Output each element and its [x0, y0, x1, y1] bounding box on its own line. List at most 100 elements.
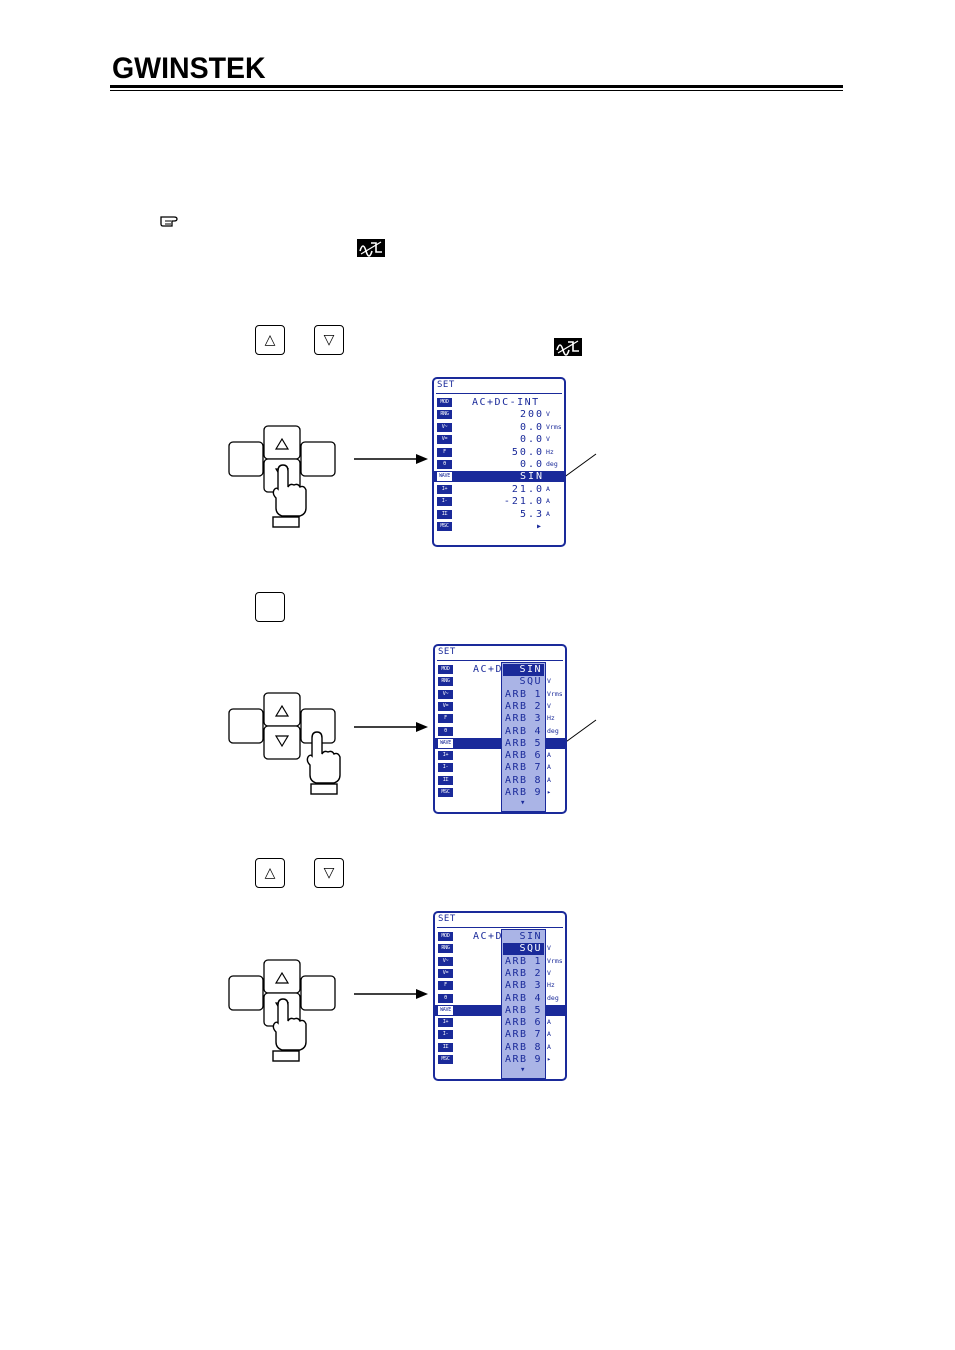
setting-unit: ▸: [547, 788, 551, 796]
setting-row[interactable]: WAVE: [435, 1004, 565, 1016]
setting-row[interactable]: I-A: [435, 762, 565, 773]
setting-row[interactable]: MSC▸: [435, 1054, 565, 1065]
arrow-right-icon: [354, 989, 428, 999]
up-key[interactable]: △: [255, 858, 285, 888]
cursor-pad[interactable]: [228, 425, 368, 565]
down-key[interactable]: ▽: [314, 858, 344, 888]
option-prefix: ARB: [505, 967, 528, 979]
setting-row[interactable]: V=V: [435, 968, 565, 979]
pressing-hand-icon: [272, 998, 307, 1062]
setting-row[interactable]: V~Vrms: [435, 956, 565, 967]
option-label: 7: [534, 1029, 542, 1041]
option-label: 8: [534, 1041, 542, 1053]
setting-row[interactable]: WAVE: [435, 737, 565, 749]
option-prefix: ARB: [505, 1029, 528, 1041]
setting-row[interactable]: MSC▸: [434, 521, 564, 532]
setting-unit: Hz: [546, 447, 554, 456]
scroll-down-icon[interactable]: ▾: [520, 798, 527, 808]
setting-icon: F: [438, 981, 453, 991]
setting-unit: A: [547, 1018, 551, 1027]
setting-row[interactable]: I+A: [435, 1017, 565, 1028]
waveform-option[interactable]: SIN: [503, 931, 544, 943]
cursor-pad[interactable]: [228, 959, 368, 1099]
option-label: SQU: [519, 943, 542, 955]
setting-unit: A: [547, 775, 551, 784]
waveform-icon: [554, 338, 582, 356]
screen-title: SET: [437, 380, 455, 390]
setting-row[interactable]: MSC▸: [435, 787, 565, 798]
setting-icon: I-: [437, 497, 452, 507]
setting-unit: deg: [547, 993, 559, 1002]
setting-icon: WAVE: [437, 472, 452, 482]
setting-icon: IΣ: [437, 509, 452, 519]
setting-unit: A: [547, 1042, 551, 1051]
setting-row[interactable]: V=V: [435, 701, 565, 712]
option-label: 4: [534, 992, 542, 1004]
waveform-option[interactable]: ARB 8: [503, 1042, 544, 1054]
setting-value: 0.0: [519, 459, 544, 470]
up-key[interactable]: △: [255, 325, 285, 355]
waveform-option[interactable]: SIN: [503, 664, 544, 676]
option-prefix: ARB: [505, 725, 528, 737]
waveform-option[interactable]: ARB 7: [503, 1029, 544, 1041]
down-key[interactable]: ▽: [314, 325, 344, 355]
setting-unit: V: [547, 944, 551, 953]
setting-unit: A: [546, 484, 550, 493]
setting-row[interactable]: I-A: [435, 1029, 565, 1040]
waveform-option[interactable]: SQU: [503, 943, 544, 956]
waveform-option[interactable]: SQU: [503, 676, 544, 688]
setting-row[interactable]: I+A: [435, 750, 565, 761]
option-label: 2: [534, 700, 542, 712]
pressing-hand-icon: [272, 464, 307, 528]
cursor-pad[interactable]: [228, 692, 368, 832]
setting-icon: V=: [438, 968, 453, 978]
setting-icon: V=: [438, 701, 453, 711]
enter-key[interactable]: [255, 592, 285, 622]
setting-row[interactable]: MOD: [435, 664, 565, 675]
scroll-down-icon[interactable]: ▾: [520, 1065, 527, 1075]
pointing-hand-icon: [160, 216, 178, 227]
setting-value: 200: [519, 409, 544, 421]
setting-row[interactable]: MOD: [435, 931, 565, 942]
setting-row[interactable]: V~Vrms: [435, 689, 565, 700]
option-prefix: ARB: [505, 750, 528, 762]
option-prefix: ARB: [505, 1041, 528, 1053]
